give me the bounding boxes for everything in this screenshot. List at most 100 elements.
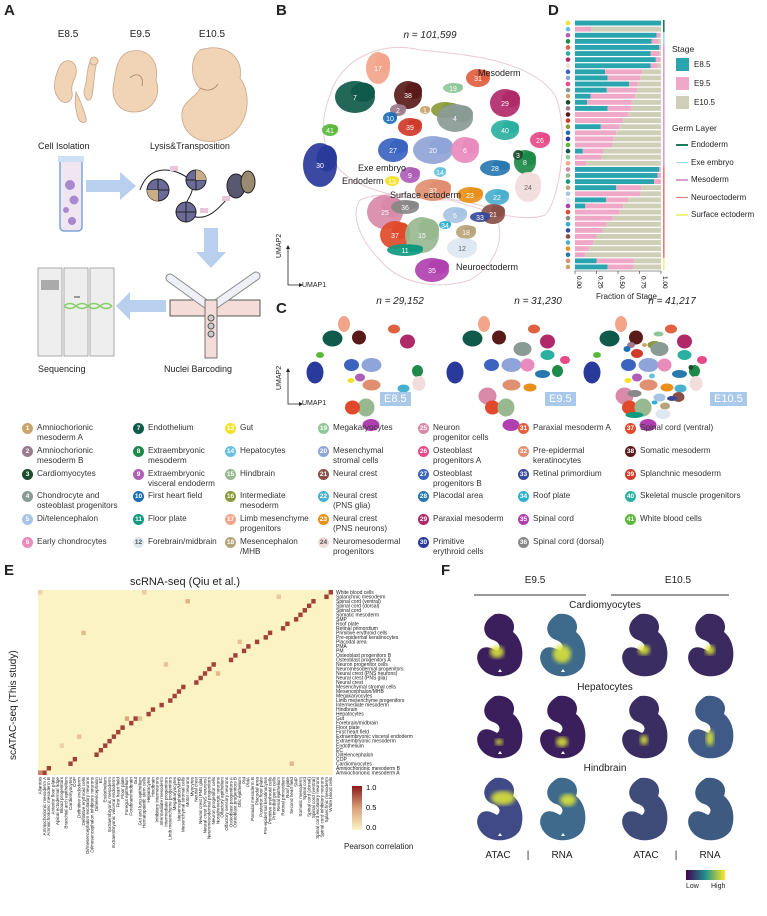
bar-segment-E9.5 — [582, 148, 604, 154]
microfluidic-chip-icon — [165, 271, 261, 359]
heatmap-column-label: Olfactory sensory neurons — [224, 776, 229, 830]
umap-cluster-31 — [388, 324, 400, 334]
heatmap-cell — [133, 716, 138, 721]
umap-cluster-25 — [478, 387, 497, 405]
heatmap-column-label: Gut — [133, 776, 138, 784]
bar-segment-E10.5 — [636, 87, 661, 93]
umap-cluster-11 — [625, 412, 644, 418]
legend-label: White blood cells — [640, 514, 702, 523]
heatmap-column-label: Neural crest (PNS neurons) — [202, 777, 207, 834]
bar-row — [565, 227, 661, 233]
colorbar-tick-label: 1.0 — [366, 783, 376, 792]
bar-segment-E8.5 — [575, 51, 651, 56]
heatmap-column-label: Neural crest — [194, 776, 199, 801]
bar-segment-E10.5 — [641, 185, 661, 191]
cluster-dot-icon: 34 — [518, 491, 529, 502]
umap-cell-count: n = 101,599 — [403, 30, 457, 41]
heatmap-column-label: Intermediate mesoderm — [159, 777, 164, 826]
heatmap-row-label: Neural crest — [336, 680, 364, 686]
heatmap-cell — [59, 743, 65, 748]
umap-cluster-20 — [501, 358, 522, 372]
umap-cluster-36: 36 — [391, 200, 419, 214]
umap-cluster-31 — [528, 324, 540, 334]
umap-cluster-29: 29 — [490, 89, 520, 117]
bar-segment-E9.5 — [587, 99, 632, 105]
umap-cluster-27: 27 — [378, 138, 408, 162]
heatmap-row-label: Di/telencephalon — [336, 752, 373, 758]
bar-row — [565, 136, 661, 142]
heatmap-cell — [194, 680, 199, 685]
legend-label: First heart field — [148, 491, 203, 500]
stage-header-e9-5: E9.5 — [524, 575, 546, 586]
cluster-number-label: 2 — [396, 108, 400, 115]
legend-label: Spinal cord — [533, 514, 574, 523]
stage-label-e9-5: E9.5 — [129, 29, 151, 40]
legend-label: Gut — [240, 423, 254, 432]
step-label-lysis: Lysis&Transposition — [150, 141, 230, 151]
legend-label: Neural crest — [333, 469, 378, 478]
legend-label: Neuromesodermal progenitors — [333, 537, 401, 556]
germ-layer-bar-Exe embryo — [663, 32, 665, 45]
heatmap-column-label: Spinal cord inhibitory neurons — [319, 776, 324, 837]
heatmap-column-label: Allantois — [37, 776, 42, 794]
bar-row — [565, 63, 661, 69]
cluster-number-label: 34 — [441, 223, 449, 230]
legend-label: Neural crest (PNS neurons) — [333, 514, 388, 533]
heatmap-cell — [77, 734, 82, 739]
legend-swatch-E9.5 — [676, 77, 689, 90]
bar-row — [565, 252, 661, 258]
umap-cluster-20 — [361, 358, 382, 372]
umap-cluster-17 — [478, 316, 490, 332]
cluster-dot-icon: 16 — [225, 491, 236, 502]
bar-segment-E9.5 — [575, 227, 603, 233]
heatmap-column-label: Hepatocytes — [146, 776, 151, 802]
legend-swatch-E10.5 — [676, 96, 689, 109]
cluster-number-label: 9 — [408, 173, 412, 180]
cluster-number-label: 13 — [388, 179, 396, 186]
umap-cluster-13: 13 — [385, 176, 399, 186]
row-cluster-dot — [565, 185, 571, 190]
modality-label-atac-e10-5: ATAC — [633, 850, 659, 861]
umap-cluster-4 — [650, 342, 669, 356]
germ-layer-outline-mesoderm — [322, 46, 563, 219]
heatmap-column-label: Di/telencephalon — [94, 777, 99, 812]
cluster-number-label: 28 — [491, 166, 499, 173]
bar-segment-E9.5 — [605, 197, 629, 203]
umap-cluster-23 — [660, 383, 674, 392]
row-cluster-dot — [565, 167, 571, 172]
umap-cluster-7 — [599, 330, 620, 347]
row-cluster-dot — [565, 179, 571, 184]
colorbar-low-label: Low — [686, 883, 699, 890]
bar-segment-E10.5 — [631, 99, 661, 105]
legend-label: Mesenchymal stromal cells — [333, 446, 384, 465]
heatmap-column-label: Anterior floor plate — [50, 777, 55, 815]
bar-row — [565, 69, 661, 75]
cluster-dot-icon: 26 — [418, 446, 429, 457]
cluster-number-label: 21 — [489, 212, 497, 219]
row-cluster-dot — [565, 191, 571, 197]
heatmap-row-label: White blood cells — [336, 590, 374, 596]
heatmap-row-label: Spinal cord — [336, 608, 361, 614]
cluster-dot-icon: 17 — [225, 514, 236, 525]
heatmap-column-label: PM — [241, 777, 246, 784]
heatmap-row-label: Splanchnic mesoderm — [336, 594, 385, 600]
heatmap-cell — [233, 653, 238, 658]
umap-cluster-18: 18 — [456, 225, 476, 239]
bar-segment-E9.5 — [575, 112, 629, 117]
heatmap-background — [38, 590, 333, 775]
umap-cluster-17: 17 — [366, 52, 390, 84]
colorbar-tick-label: 0.0 — [366, 823, 376, 832]
row-cluster-dot — [565, 63, 571, 69]
umap-cluster-33 — [667, 396, 677, 401]
cluster-dot-icon: 28 — [418, 491, 429, 502]
x-tick-label: 0.00 — [575, 276, 582, 289]
colorbar-high-label: High — [711, 883, 726, 890]
